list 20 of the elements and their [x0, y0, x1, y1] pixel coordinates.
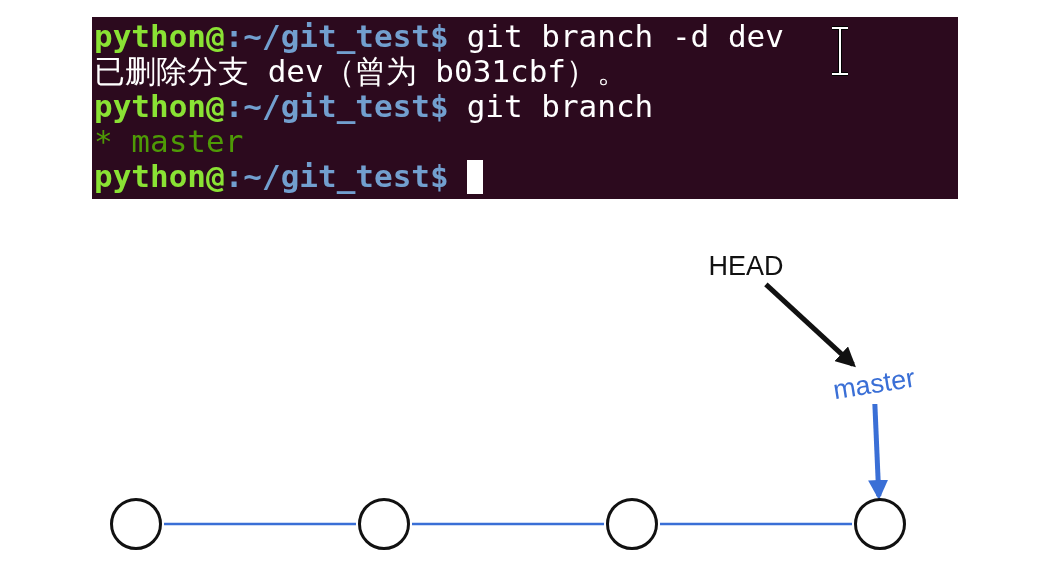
- terminal-text: python@: [94, 159, 225, 194]
- terminal-text: * master: [94, 124, 244, 159]
- terminal-text: :~/git_test$: [224, 89, 449, 124]
- connector-line: [164, 522, 356, 526]
- terminal-text: python@: [94, 19, 225, 54]
- terminal-text: git branch -d dev: [466, 19, 784, 54]
- terminal-text: git branch: [466, 89, 654, 124]
- terminal-text: 已删除分支 dev（曾为 b031cbf）。: [94, 54, 628, 89]
- commit-circle: [358, 498, 410, 550]
- commit-circle: [854, 498, 906, 550]
- connector-line: [412, 522, 604, 526]
- branch-label: master: [819, 358, 929, 410]
- commit-circle: [110, 498, 162, 550]
- commit-circle: [606, 498, 658, 550]
- connector-line: [660, 522, 852, 526]
- terminal-text: :~/git_test$: [224, 159, 449, 194]
- arrow: [764, 282, 856, 368]
- arrow: [868, 403, 889, 500]
- head-pointer-label: HEAD: [700, 249, 792, 283]
- terminal-text: python@: [94, 89, 225, 124]
